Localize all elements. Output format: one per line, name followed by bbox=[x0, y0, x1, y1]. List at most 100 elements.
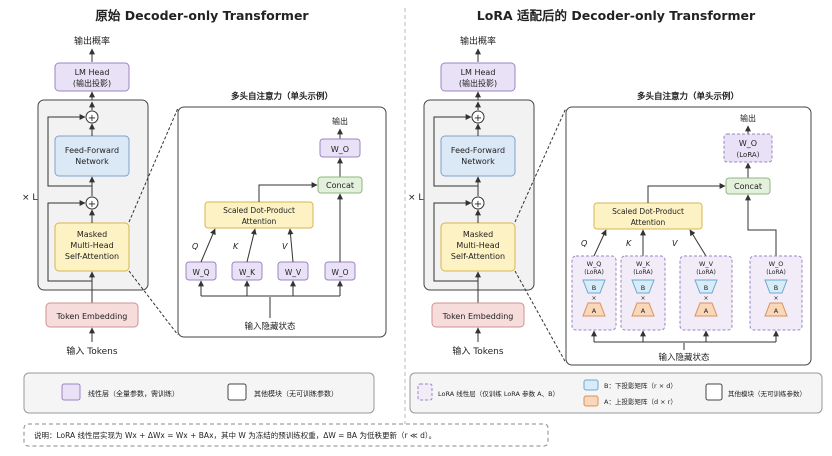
left-ffn-box bbox=[54, 135, 130, 177]
right-residual-add-bottom bbox=[471, 196, 485, 210]
lora-wk-sublabel: (LoRA) bbox=[633, 269, 653, 276]
legend-right bbox=[409, 372, 823, 414]
left-embedding-label: Token Embedding bbox=[56, 312, 128, 321]
right-attn-line1: Masked bbox=[463, 230, 493, 239]
right-sdpa-line1: Scaled Dot-Product bbox=[612, 207, 684, 216]
right-v-label: V bbox=[672, 239, 678, 248]
left-attn-line1: Masked bbox=[77, 230, 107, 239]
lora-wk-a-label: A bbox=[641, 307, 646, 315]
legend-left bbox=[23, 372, 375, 414]
right-ffn-sublabel: Network bbox=[461, 157, 495, 166]
right-lm-head-sublabel: (输出投影) bbox=[459, 78, 497, 88]
right-wo-top-sublabel: (LoRA) bbox=[737, 151, 760, 159]
left-sdpa-line1: Scaled Dot-Product bbox=[223, 206, 295, 215]
lora-wk-a-matrix bbox=[631, 302, 655, 317]
legend-right-other-swatch bbox=[705, 383, 723, 401]
left-k-label: K bbox=[233, 242, 239, 251]
legend-right-a-label: A：上投影矩阵（d × r） bbox=[604, 397, 677, 406]
lora-wo-b-label: B bbox=[774, 284, 778, 292]
right-lm-head-box bbox=[440, 62, 516, 92]
lora-wo-a-label: A bbox=[774, 307, 779, 315]
left-output-label: 输出概率 bbox=[74, 35, 110, 47]
lora-wq-times: × bbox=[591, 295, 596, 302]
lora-wq-b-matrix bbox=[582, 279, 606, 294]
left-residual-add-top bbox=[85, 110, 99, 124]
lora-wq-a-label: A bbox=[592, 307, 597, 315]
legend-left-other-swatch bbox=[227, 383, 247, 401]
lora-wk-b-label: B bbox=[641, 284, 645, 292]
lora-unit-wq: W_Q (LoRA) B × A bbox=[571, 255, 617, 331]
right-q-label: Q bbox=[581, 239, 587, 248]
lora-wv-label: W_V bbox=[699, 260, 714, 268]
legend-right-b-swatch bbox=[583, 379, 599, 391]
left-concat-label: Concat bbox=[326, 181, 354, 190]
note-text: 说明：LoRA 线性层实现为 Wx + ΔWx = Wx + BAx，其中 W … bbox=[34, 430, 436, 440]
legend-right-lora-label: LoRA 线性层（仅训练 LoRA 参数 A、B） bbox=[438, 389, 559, 398]
right-attn-line2: Multi-Head bbox=[456, 241, 499, 250]
lora-wq-a-matrix bbox=[582, 302, 606, 317]
right-ffn-box bbox=[440, 135, 516, 177]
lora-wv-sublabel: (LoRA) bbox=[696, 269, 716, 276]
left-lm-head-label: LM Head bbox=[75, 68, 110, 77]
lora-wo-times: × bbox=[773, 295, 778, 302]
lora-unit-wo: W_O (LoRA) B × A bbox=[749, 255, 803, 331]
legend-right-a-swatch bbox=[583, 395, 599, 407]
lora-wo-a-matrix bbox=[764, 302, 788, 317]
legend-left-linear-label: 线性层（全量参数，需训练） bbox=[88, 389, 179, 398]
right-title: LoRA 适配后的 Decoder-only Transformer bbox=[477, 8, 756, 23]
left-lm-head-sublabel: (输出投影) bbox=[73, 78, 111, 88]
left-v-label: V bbox=[282, 242, 288, 251]
left-ffn-sublabel: Network bbox=[75, 157, 109, 166]
right-concat-box bbox=[725, 177, 771, 195]
left-ffn-label: Feed-Forward bbox=[65, 146, 119, 155]
legend-left-linear-swatch bbox=[61, 383, 81, 401]
left-concat-box bbox=[317, 176, 363, 194]
lora-wq-b-label: B bbox=[592, 284, 596, 292]
right-input-label: 输入 Tokens bbox=[452, 345, 503, 357]
left-title: 原始 Decoder-only Transformer bbox=[95, 8, 309, 23]
left-wv-label: W_V bbox=[285, 268, 302, 277]
left-q-label: Q bbox=[192, 242, 198, 251]
legend-left-other-label: 其他模块（无可训练参数） bbox=[254, 389, 338, 398]
lora-wo-sublabel: (LoRA) bbox=[766, 269, 786, 276]
lora-wo-b-matrix bbox=[764, 279, 788, 294]
lora-unit-wv: W_V (LoRA) B × A bbox=[679, 255, 733, 331]
right-sdpa-line2: Attention bbox=[631, 218, 666, 227]
right-wo-top-label: W_O bbox=[739, 139, 757, 148]
left-attn-line2: Multi-Head bbox=[70, 241, 113, 250]
left-repeat-label: × L bbox=[22, 193, 37, 203]
lora-wk-label: W_K bbox=[636, 260, 651, 268]
left-detail-output-label: 输出 bbox=[332, 116, 348, 126]
left-plus-top: + bbox=[88, 113, 96, 124]
right-output-label: 输出概率 bbox=[460, 35, 496, 47]
left-detail-input-label: 输入隐藏状态 bbox=[244, 321, 296, 332]
lora-unit-wk: W_K (LoRA) B × A bbox=[620, 255, 666, 331]
left-residual-add-bottom bbox=[85, 196, 99, 210]
lora-wv-a-matrix bbox=[694, 302, 718, 317]
right-residual-add-top bbox=[471, 110, 485, 124]
right-detail-input-label: 输入隐藏状态 bbox=[658, 352, 710, 363]
lora-wv-b-matrix bbox=[694, 279, 718, 294]
right-ffn-label: Feed-Forward bbox=[451, 146, 505, 155]
right-plus-top: + bbox=[474, 113, 482, 124]
left-embedding-box bbox=[45, 302, 139, 328]
right-plus-bottom: + bbox=[474, 199, 482, 210]
left-wo-top-label: W_O bbox=[331, 145, 349, 154]
right-attn-line3: Self-Attention bbox=[451, 252, 505, 261]
legend-right-lora-swatch bbox=[417, 383, 433, 401]
left-wq-label: W_Q bbox=[192, 268, 209, 277]
right-k-label: K bbox=[626, 239, 632, 248]
lora-wq-sublabel: (LoRA) bbox=[584, 269, 604, 276]
right-concat-label: Concat bbox=[734, 182, 762, 191]
left-sdpa-line2: Attention bbox=[242, 217, 277, 226]
left-lm-head-box bbox=[54, 62, 130, 92]
right-lm-head-label: LM Head bbox=[461, 68, 496, 77]
legend-right-b-label: B：下投影矩阵（r × d） bbox=[604, 381, 677, 390]
right-repeat-label: × L bbox=[408, 193, 423, 203]
left-wo-top-box bbox=[319, 138, 361, 158]
lora-wv-times: × bbox=[703, 295, 708, 302]
lora-wv-a-label: A bbox=[704, 307, 709, 315]
right-embedding-box bbox=[431, 302, 525, 328]
note-box bbox=[23, 423, 549, 447]
